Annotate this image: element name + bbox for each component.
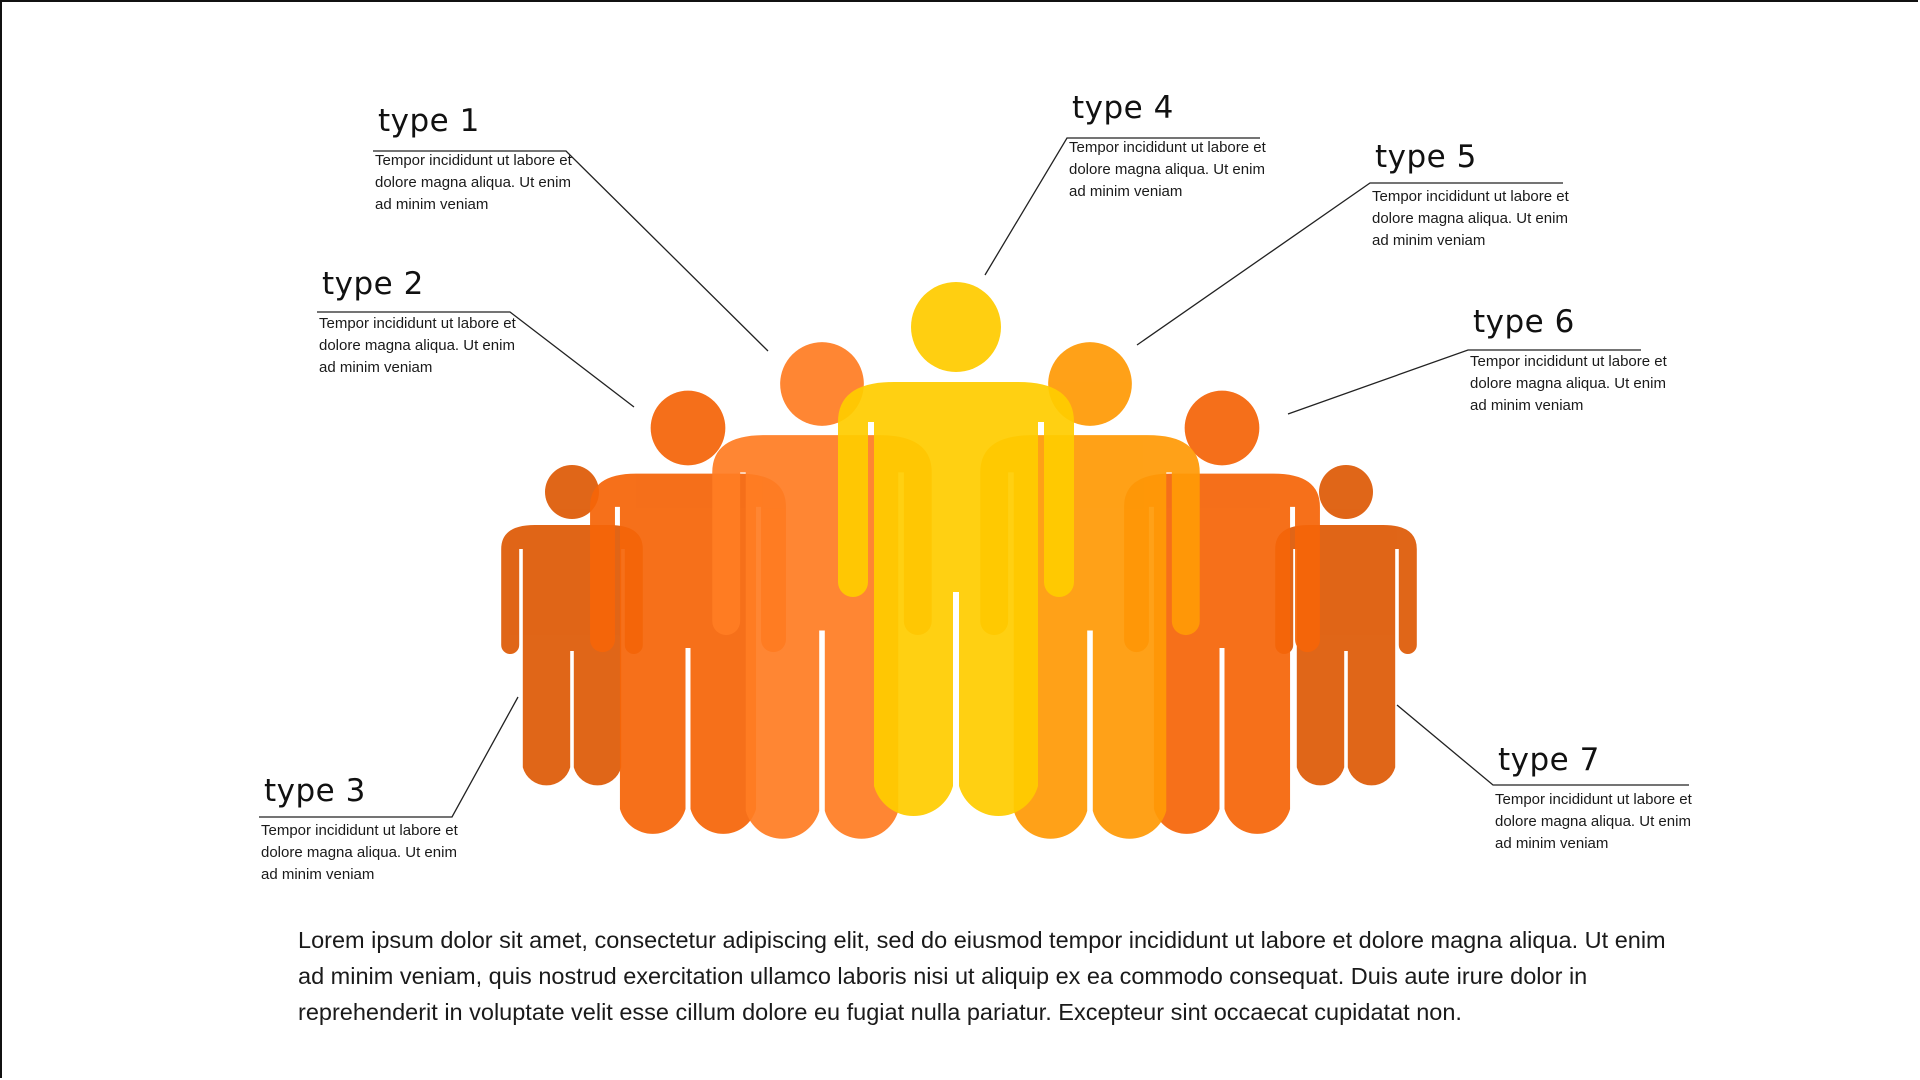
callout-description: Tempor incididunt ut labore et dolore ma… xyxy=(1470,353,1667,414)
callout-title: type 5 xyxy=(1375,139,1477,175)
callout-title: type 4 xyxy=(1072,90,1174,126)
callout-description: Tempor incididunt ut labore et dolore ma… xyxy=(261,822,458,883)
person-head xyxy=(911,282,1001,372)
connector-line-type-3 xyxy=(259,696,519,818)
callout-type-7: type 7 Tempor incididunt ut labore et do… xyxy=(1493,743,1723,855)
person-head xyxy=(1319,465,1373,519)
callout-title: type 6 xyxy=(1473,304,1575,340)
callout-title: type 2 xyxy=(322,266,424,302)
people-group xyxy=(501,282,1417,839)
callout-type-1: type 1 Tempor incididunt ut labore et do… xyxy=(373,104,603,216)
callout-type-5: type 5 Tempor incididunt ut labore et do… xyxy=(1370,140,1600,252)
person-head xyxy=(1184,390,1260,466)
callout-description: Tempor incididunt ut labore et dolore ma… xyxy=(1069,139,1266,200)
connector-line-type-7 xyxy=(1396,704,1689,786)
person-head xyxy=(650,390,726,466)
person-head xyxy=(545,465,599,519)
callout-description: Tempor incididunt ut labore et dolore ma… xyxy=(1372,188,1569,249)
callout-type-6: type 6 Tempor incididunt ut labore et do… xyxy=(1468,305,1698,417)
connector-line-type-6 xyxy=(1287,349,1641,415)
connector-line-type-4 xyxy=(984,137,1260,276)
callout-description: Tempor incididunt ut labore et dolore ma… xyxy=(1495,791,1692,852)
callout-description: Tempor incididunt ut labore et dolore ma… xyxy=(319,315,516,376)
body-paragraph: Lorem ipsum dolor sit amet, consectetur … xyxy=(298,927,1666,1025)
callout-type-3: type 3 Tempor incididunt ut labore et do… xyxy=(259,774,489,886)
connector-line-type-2 xyxy=(317,311,635,408)
callout-type-2: type 2 Tempor incididunt ut labore et do… xyxy=(317,267,547,379)
callout-title: type 7 xyxy=(1498,742,1600,778)
connector-line-type-5 xyxy=(1136,182,1563,346)
callout-type-4: type 4 Tempor incididunt ut labore et do… xyxy=(1067,91,1297,203)
callout-title: type 3 xyxy=(264,773,366,809)
connector-line-type-1 xyxy=(373,150,769,352)
person-body xyxy=(838,382,1074,817)
connector-lines xyxy=(259,137,1689,818)
person-center xyxy=(838,282,1074,817)
callout-description: Tempor incididunt ut labore et dolore ma… xyxy=(375,152,572,213)
callout-title: type 1 xyxy=(378,103,480,139)
